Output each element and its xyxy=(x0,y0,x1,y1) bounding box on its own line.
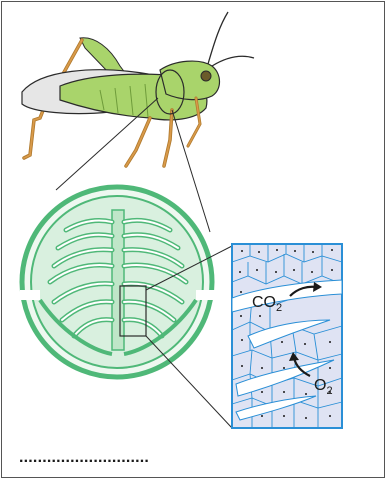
zoom-line-bottom xyxy=(146,336,232,428)
answer-blank[interactable]: ............................ xyxy=(19,449,149,466)
grasshopper-icon xyxy=(22,12,254,166)
gill-cross-section-icon xyxy=(20,187,218,377)
tissue-magnified-icon xyxy=(232,244,342,428)
